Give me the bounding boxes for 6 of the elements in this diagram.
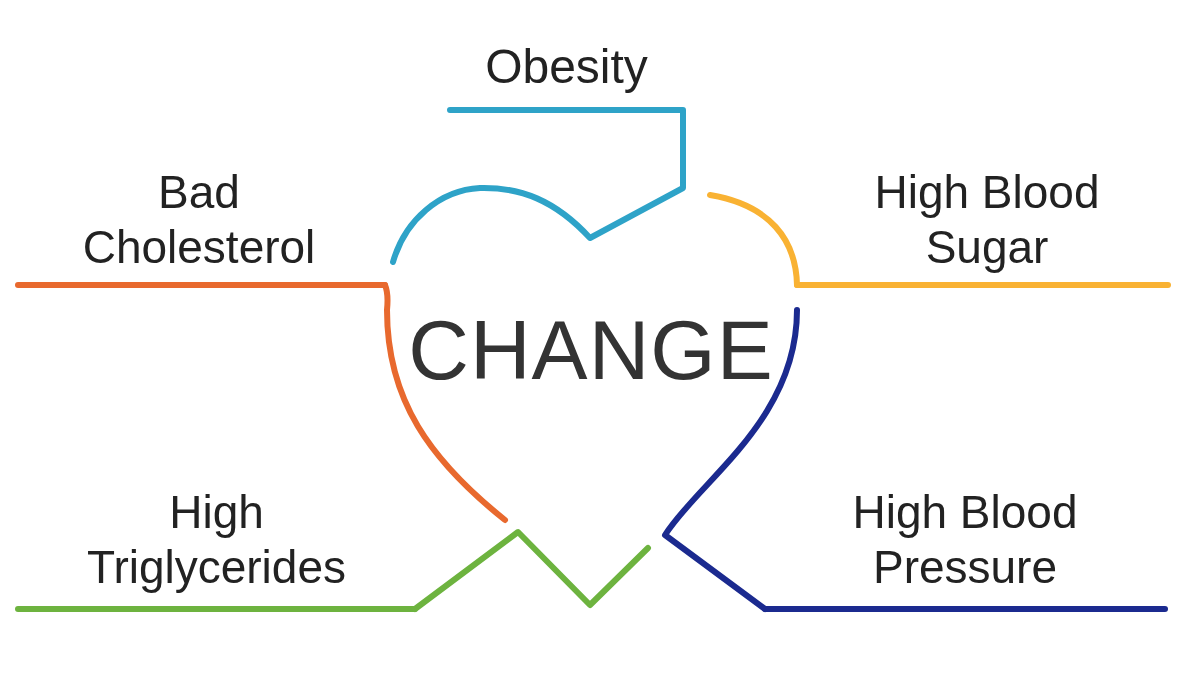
risk-label: Bad Cholesterol — [81, 165, 317, 276]
risk-label: High Blood Pressure — [851, 485, 1079, 596]
risk-label: High Triglycerides — [86, 485, 347, 596]
risk-label: Obesity — [485, 39, 648, 95]
center-title: CHANGE — [408, 302, 774, 399]
risk-label: High Blood Sugar — [873, 165, 1101, 276]
